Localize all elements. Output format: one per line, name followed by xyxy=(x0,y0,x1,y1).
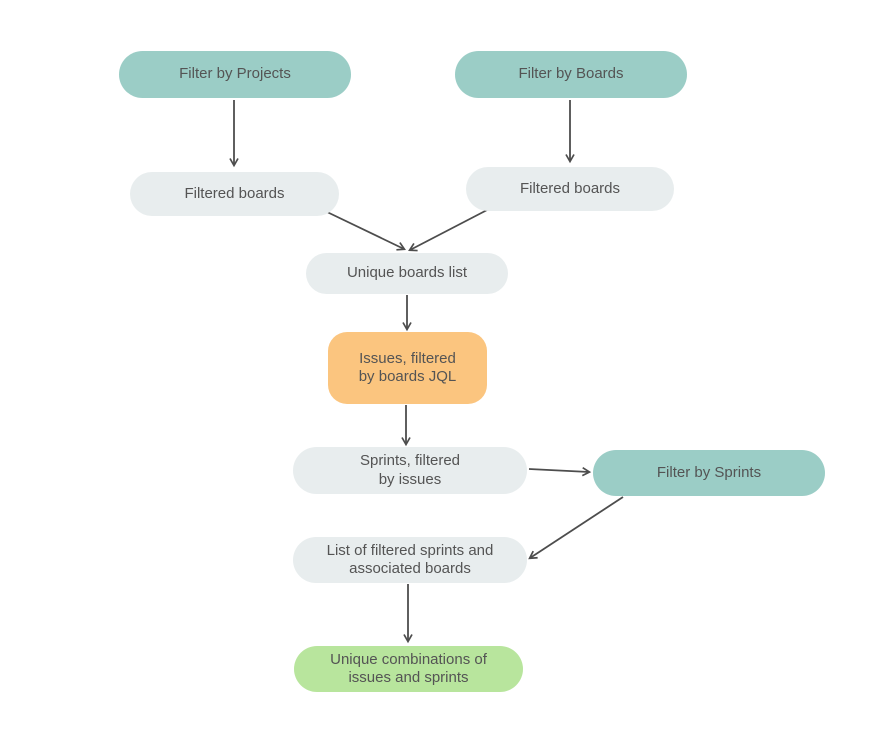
node-list-of-filtered-sprints: List of filtered sprints and associated … xyxy=(293,537,527,583)
node-unique-combinations: Unique combinations of issues and sprint… xyxy=(294,646,523,692)
node-issues-filtered-by-boards-jql: Issues, filtered by boards JQL xyxy=(328,332,487,404)
node-filter-by-projects: Filter by Projects xyxy=(119,51,351,98)
edge-filtered-left-to-unique-boards xyxy=(324,210,406,251)
edge-sprints-to-filter-sprints xyxy=(528,466,592,477)
node-filtered-boards-right: Filtered boards xyxy=(466,167,674,211)
edge-filtered-right-to-unique-boards xyxy=(408,208,490,252)
node-sprints-filtered-by-issues: Sprints, filtered by issues xyxy=(293,447,527,494)
edge-filter-sprints-to-list-filtered xyxy=(528,496,624,560)
node-filtered-boards-left: Filtered boards xyxy=(130,172,339,216)
node-filter-by-sprints: Filter by Sprints xyxy=(593,450,825,496)
node-filter-by-boards: Filter by Boards xyxy=(455,51,687,98)
node-unique-boards-list: Unique boards list xyxy=(306,253,508,294)
